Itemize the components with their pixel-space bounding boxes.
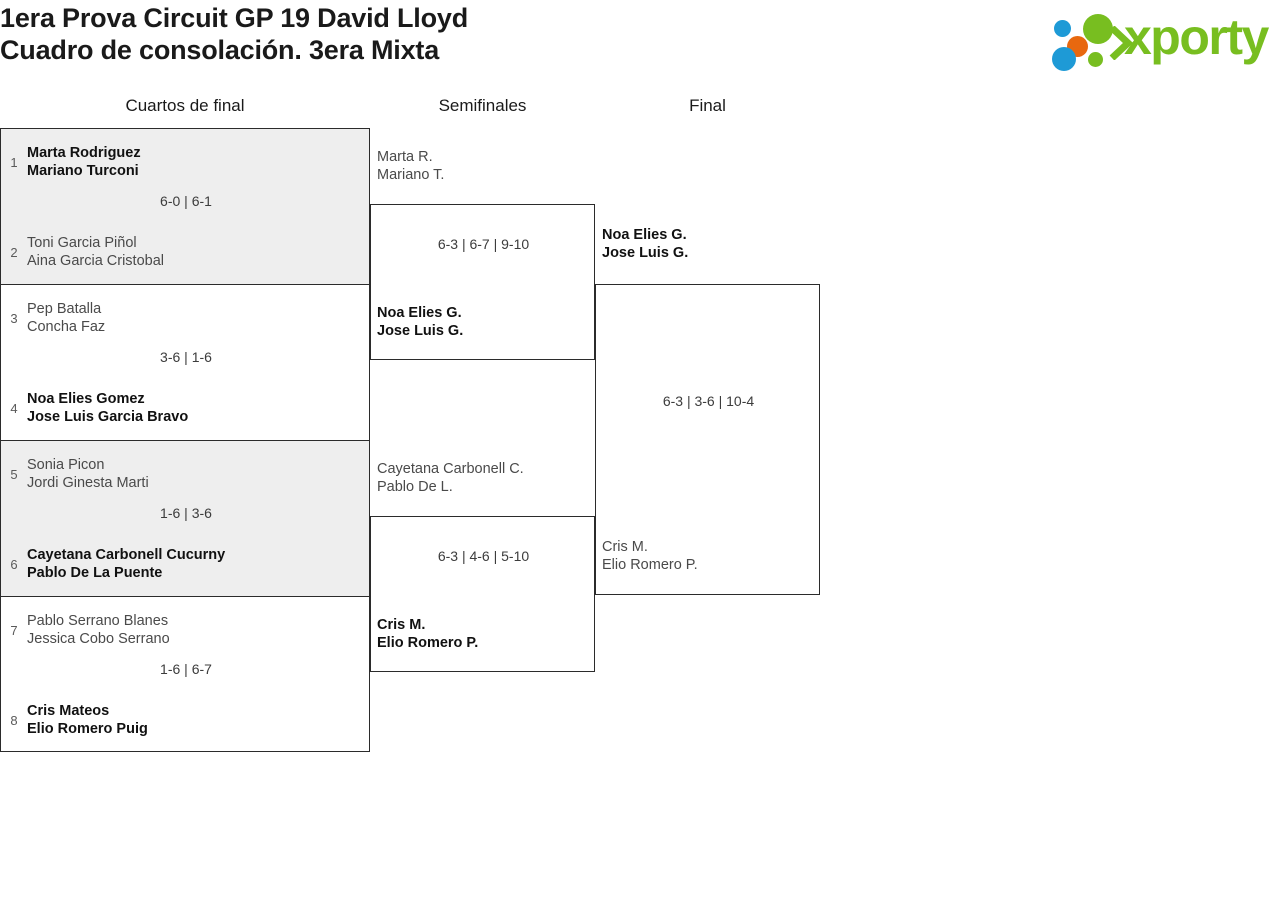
match-team-top[interactable]: 3 Pep Batalla Concha Faz: [1, 293, 371, 343]
semifinal-2-team-bottom[interactable]: Cris M. Elio Romero P.: [377, 616, 478, 652]
team-names: Noa Elies Gomez Jose Luis Garcia Bravo: [27, 390, 188, 426]
title-line-1: 1era Prova Circuit GP 19 David Lloyd: [0, 3, 468, 33]
logo-dots-icon: [1052, 14, 1122, 71]
match-score: 1-6 | 3-6: [160, 505, 212, 521]
match-team-bottom[interactable]: 6 Cayetana Carbonell Cucurny Pablo De La…: [1, 539, 371, 589]
title-line-2: Cuadro de consolación. 3era Mixta: [0, 35, 440, 65]
match-team-bottom[interactable]: 4 Noa Elies Gomez Jose Luis Garcia Bravo: [1, 383, 371, 433]
seed-number: 5: [10, 466, 18, 482]
seed-number: 8: [10, 712, 18, 728]
match-quarterfinal-1[interactable]: 1 Marta Rodriguez Mariano Turconi 6-0 | …: [0, 128, 370, 284]
xporty-logo[interactable]: xporty: [1046, 6, 1274, 71]
team-names: Pep Batalla Concha Faz: [27, 300, 105, 336]
player-name-1: Pablo Serrano Blanes: [27, 613, 169, 629]
player-name-1: Cayetana Carbonell C.: [377, 461, 524, 477]
match-score: 6-0 | 6-1: [160, 193, 212, 209]
match-score: 1-6 | 6-7: [160, 661, 212, 677]
player-name-1: Cris M.: [602, 539, 648, 555]
seed-number: 1: [10, 154, 18, 170]
logo-dot-blue-large: [1052, 47, 1076, 71]
match-team-top[interactable]: 1 Marta Rodriguez Mariano Turconi: [1, 137, 371, 187]
player-name-2: Jose Luis G.: [377, 323, 464, 339]
seed-number: 7: [10, 622, 18, 638]
round-header-final: Final: [689, 96, 726, 115]
page-title: 1era Prova Circuit GP 19 David Lloyd Cua…: [0, 2, 900, 66]
match-quarterfinal-3[interactable]: 5 Sonia Picon Jordi Ginesta Marti 1-6 | …: [0, 440, 370, 596]
player-name-1: Marta R.: [377, 149, 433, 165]
player-name-2: Concha Faz: [27, 319, 106, 335]
player-name-2: Pablo De L.: [377, 479, 453, 495]
logo-dot-green-large: [1083, 14, 1113, 44]
player-name-2: Jordi Ginesta Marti: [27, 475, 149, 491]
match-score: 6-3 | 4-6 | 5-10: [437, 548, 530, 564]
player-name-1: Pep Batalla: [27, 301, 102, 317]
match-team-bottom[interactable]: 8 Cris Mateos Elio Romero Puig: [1, 695, 371, 745]
match-quarterfinal-4[interactable]: 7 Pablo Serrano Blanes Jessica Cobo Serr…: [0, 596, 370, 752]
player-name-1: Toni Garcia Piñol: [27, 235, 137, 251]
final-team-bottom[interactable]: Cris M. Elio Romero P.: [602, 538, 698, 574]
player-name-1: Sonia Picon: [27, 457, 105, 473]
player-name-1: Cris Mateos: [27, 703, 110, 719]
player-name-1: Marta Rodriguez: [27, 145, 141, 161]
match-team-top[interactable]: 7 Pablo Serrano Blanes Jessica Cobo Serr…: [1, 605, 371, 655]
match-team-top[interactable]: 5 Sonia Picon Jordi Ginesta Marti: [1, 449, 371, 499]
team-names: Sonia Picon Jordi Ginesta Marti: [27, 456, 149, 492]
match-final[interactable]: 6-3 | 3-6 | 10-4: [595, 284, 820, 595]
logo-wordmark: xporty: [1124, 9, 1269, 65]
page-header: 1era Prova Circuit GP 19 David Lloyd Cua…: [0, 0, 1280, 90]
player-name-1: Cris M.: [377, 617, 426, 633]
player-name-2: Mariano T.: [377, 167, 445, 183]
semifinal-2-team-top[interactable]: Cayetana Carbonell C. Pablo De L.: [377, 460, 524, 496]
team-names: Cayetana Carbonell Cucurny Pablo De La P…: [27, 546, 225, 582]
seed-number: 6: [10, 556, 18, 572]
seed-number: 4: [10, 400, 18, 416]
match-score: 3-6 | 1-6: [160, 349, 212, 365]
match-team-bottom[interactable]: 2 Toni Garcia Piñol Aina Garcia Cristoba…: [1, 227, 371, 277]
seed-number: 3: [10, 310, 18, 326]
player-name-1: Noa Elies G.: [377, 305, 462, 321]
semifinal-1-team-top[interactable]: Marta R. Mariano T.: [377, 148, 444, 184]
team-names: Toni Garcia Piñol Aina Garcia Cristobal: [27, 234, 164, 270]
logo-dot-green-small: [1088, 52, 1103, 67]
match-semifinal-2[interactable]: 6-3 | 4-6 | 5-10: [370, 516, 595, 672]
player-name-1: Noa Elies Gomez: [27, 391, 145, 407]
player-name-2: Elio Romero P.: [602, 557, 698, 573]
player-name-2: Pablo De La Puente: [27, 565, 163, 581]
logo-dot-blue-small: [1054, 20, 1071, 37]
semifinal-1-team-bottom[interactable]: Noa Elies G. Jose Luis G.: [377, 304, 463, 340]
seed-number: 2: [10, 244, 18, 260]
team-names: Marta Rodriguez Mariano Turconi: [27, 144, 141, 180]
player-name-2: Jessica Cobo Serrano: [27, 631, 170, 647]
player-name-1: Cayetana Carbonell Cucurny: [27, 547, 226, 563]
final-team-top[interactable]: Noa Elies G. Jose Luis G.: [602, 226, 688, 262]
match-quarterfinal-2[interactable]: 3 Pep Batalla Concha Faz 3-6 | 1-6 4 Noa…: [0, 284, 370, 440]
player-name-1: Noa Elies G.: [602, 227, 687, 243]
player-name-2: Elio Romero P.: [377, 635, 479, 651]
logo-chevron-icon: [1109, 26, 1134, 60]
team-names: Cris Mateos Elio Romero Puig: [27, 702, 148, 738]
player-name-2: Mariano Turconi: [27, 163, 139, 179]
player-name-2: Jose Luis G.: [602, 245, 689, 261]
round-header-quarterfinals: Cuartos de final: [125, 96, 245, 115]
round-header-semifinals: Semifinales: [438, 96, 527, 115]
player-name-2: Jose Luis Garcia Bravo: [27, 409, 189, 425]
match-score: 6-3 | 6-7 | 9-10: [437, 236, 530, 252]
team-names: Pablo Serrano Blanes Jessica Cobo Serran…: [27, 612, 170, 648]
player-name-2: Aina Garcia Cristobal: [27, 253, 164, 269]
match-semifinal-1[interactable]: 6-3 | 6-7 | 9-10: [370, 204, 595, 360]
match-score: 6-3 | 3-6 | 10-4: [662, 393, 755, 409]
player-name-2: Elio Romero Puig: [27, 721, 148, 737]
